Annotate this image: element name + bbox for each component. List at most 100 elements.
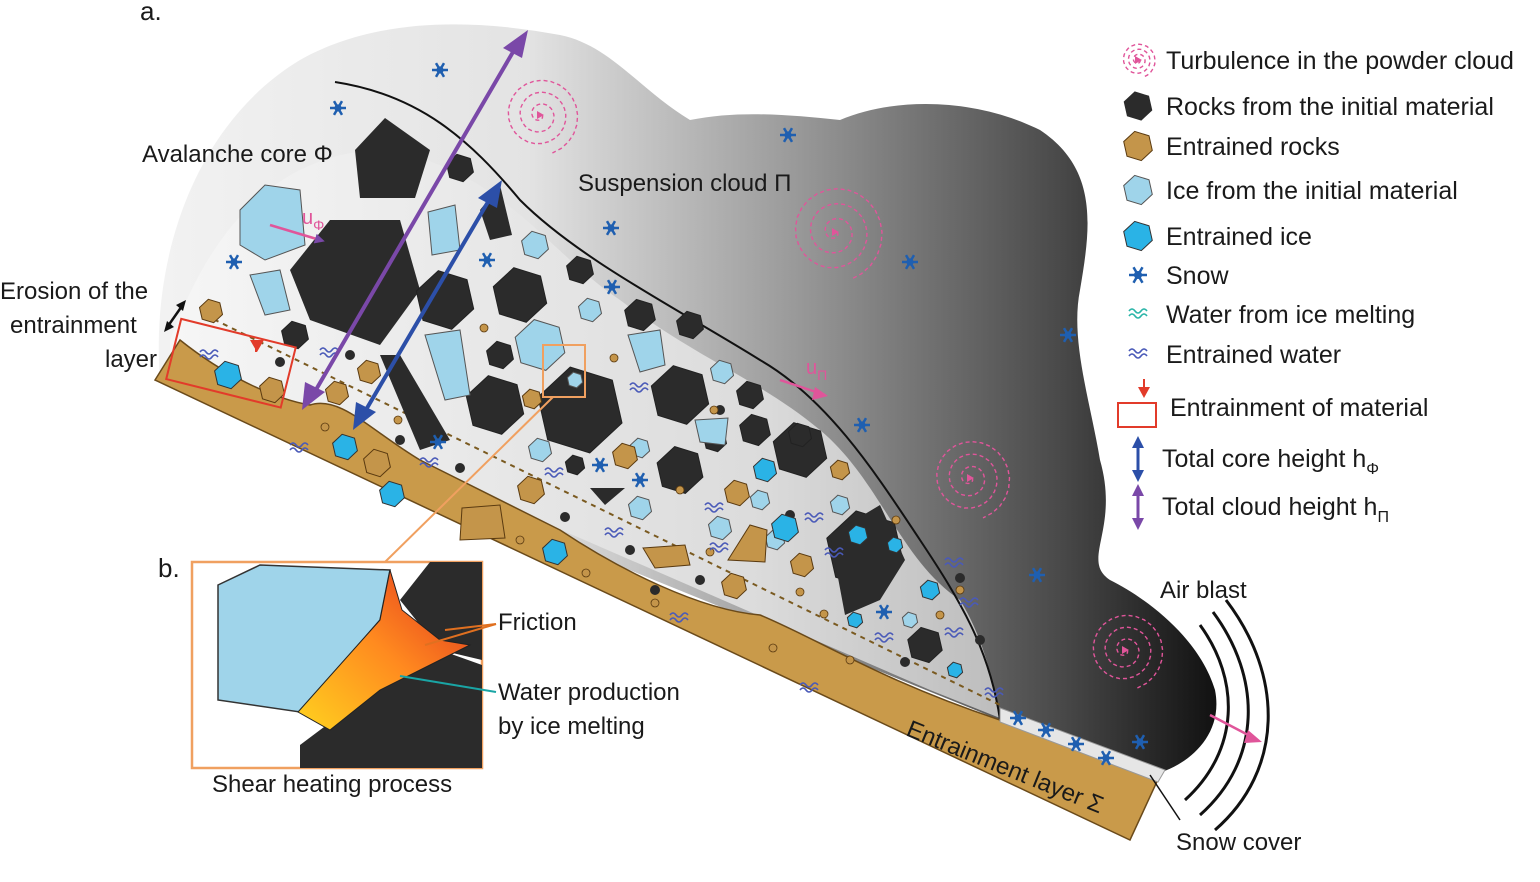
inset-rock-top [400, 562, 482, 660]
legend-label-text: Entrained water [1166, 341, 1341, 369]
snow-flake [854, 417, 870, 433]
cloud-velocity-arrowhead [812, 387, 828, 400]
rock-initial [739, 413, 771, 447]
rock-small [650, 585, 660, 595]
inset-caption: Shear heating process [212, 771, 452, 798]
water-entrained [944, 557, 964, 568]
ice-initial [707, 515, 733, 541]
rock-entrained-small [955, 585, 965, 595]
erosion-label-line2: entrainment [10, 312, 137, 339]
legend-label: Rocks from the initial material [1166, 93, 1494, 121]
erosion-label-line3: layer [105, 346, 157, 373]
legend-label: Entrained ice [1166, 223, 1312, 251]
ice-initial [829, 494, 851, 516]
friction-pointer-1 [444, 623, 497, 631]
rock-entrained-small [705, 547, 715, 557]
snow-flake [1029, 567, 1045, 583]
rock-initial [590, 488, 625, 505]
rock-initial [281, 320, 309, 350]
water-entrained [959, 597, 979, 608]
snow-flake [592, 457, 608, 473]
legend-item-entrained-rocks: Entrained rocks [1123, 130, 1340, 162]
water-entrained [319, 347, 339, 358]
zoom-connector [384, 396, 554, 563]
spiral-icon [1122, 43, 1156, 78]
legend-label-text: Total cloud height h [1162, 493, 1377, 521]
ice-initial [627, 495, 653, 521]
snow-flake [226, 254, 242, 270]
ice-initial [424, 329, 471, 401]
legend-label-text: Total core height h [1162, 445, 1366, 473]
legend-label-sub: Π [1377, 509, 1389, 526]
legend-label-text: Entrained rocks [1166, 133, 1340, 161]
legend-item-cloud-height: Total cloud height hΠ [1132, 484, 1389, 530]
ice-entrained [886, 536, 904, 554]
ice-entrained [379, 480, 405, 508]
entrainment-box [165, 317, 297, 409]
legend-item-core-height: Total core height hΦ [1132, 436, 1379, 482]
water-entrained [419, 457, 439, 468]
rock-entrained [459, 504, 506, 541]
core-height-arrow-bottom [353, 402, 376, 430]
erosion-arrow-bottom [164, 321, 174, 332]
legend-label-text: Ice from the initial material [1166, 177, 1458, 205]
rock-initial [564, 454, 586, 476]
legend-label-text: Entrained ice [1166, 223, 1312, 251]
snowflake-icon [1129, 266, 1147, 284]
rock-entrained-small [845, 655, 855, 665]
erosion-arrow-top [176, 300, 186, 311]
snow-flake [780, 127, 796, 143]
turbulence-spiral [1092, 614, 1164, 689]
ice-entrained [542, 538, 568, 566]
legend-item-ice-initial: Ice from the initial material [1123, 174, 1458, 206]
blue-wave-icon [1128, 348, 1148, 359]
core-height-arrow [358, 188, 497, 422]
rock-entrained-small [320, 422, 330, 432]
rock-small [345, 350, 355, 360]
ice-entrained [919, 579, 941, 601]
water-entrained [199, 349, 219, 360]
water-entrained [544, 467, 564, 478]
rock-entrained-small [891, 515, 901, 525]
legend-item-turbulence: Turbulence in the powder cloud [1122, 43, 1514, 78]
water-pointer [399, 675, 497, 693]
legend-label: Total cloud height hΠ [1162, 493, 1389, 526]
snow-flake [1098, 750, 1114, 766]
snow-flake [604, 279, 620, 295]
snow-flake [479, 252, 495, 268]
core-height-arrow-top [478, 180, 502, 208]
snow-cover-label: Snow cover [1176, 829, 1301, 856]
rock-entrained [259, 376, 285, 404]
rock-small [455, 463, 465, 473]
ice-entrained [847, 524, 869, 546]
shear-heating-inset [190, 560, 497, 770]
rock-initial [650, 365, 710, 425]
cloud-height-arrow-bottom [302, 382, 325, 410]
rock-initial [787, 422, 813, 448]
inset-rock-bottom [300, 650, 482, 768]
snow-flake [1068, 736, 1084, 752]
legend-label-text: Rocks from the initial material [1166, 93, 1494, 121]
legend-label: Entrained rocks [1166, 133, 1340, 161]
blue-hexagon-icon [1123, 220, 1153, 252]
rock-small [625, 545, 635, 555]
panel-label-a: a. [140, 0, 162, 26]
rock-entrained [198, 298, 224, 324]
snow-flake [1132, 734, 1148, 750]
snow-flake [902, 254, 918, 270]
ice-initial [427, 204, 461, 256]
air-blast-arc-3 [1214, 599, 1270, 832]
rock-initial [380, 355, 450, 450]
rock-small [975, 635, 985, 645]
snow-flake [603, 220, 619, 236]
purple-double-arrow-icon [1132, 484, 1144, 530]
ice-initial [521, 230, 549, 260]
water-production-label-1: Water production [498, 679, 680, 706]
rock-entrained-small [709, 405, 719, 415]
rock-initial [772, 422, 828, 478]
air-blast-arc-1 [1183, 624, 1230, 802]
legend-item-entrained-water: Entrained water [1128, 341, 1341, 369]
water-entrained [704, 502, 724, 513]
